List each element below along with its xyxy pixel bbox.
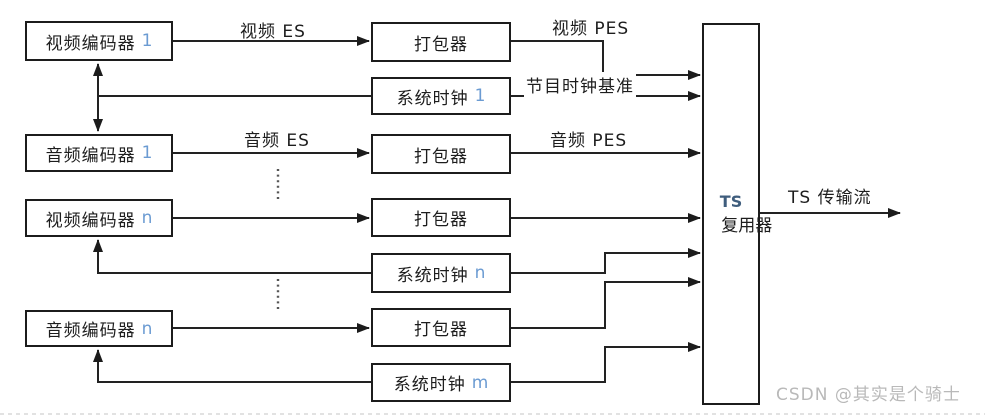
edge-clockn-left [93, 239, 371, 274]
node-index: n [141, 208, 153, 228]
node-audio-encoder-1: 音频编码器 1 [25, 134, 173, 172]
mux-abbr: TS [719, 192, 743, 211]
node-packetizer-3: 打包器 [371, 198, 511, 237]
node-video-encoder-n: 视频编码器 n [25, 199, 173, 237]
node-index: 1 [474, 86, 486, 106]
node-label: 打包器 [414, 146, 468, 167]
node-label: 系统时钟 [396, 265, 469, 286]
label-ts-transport-stream: TS 传输流 [788, 188, 872, 208]
label-video-es: 视频 ES [240, 22, 306, 42]
label-video-pes: 视频 PES [552, 19, 630, 39]
edge-video-pes [511, 40, 701, 80]
node-label: 打包器 [414, 34, 468, 55]
label-audio-pes: 音频 PES [550, 131, 628, 151]
node-system-clock-n: 系统时钟 n [371, 253, 511, 293]
node-video-encoder-1: 视频编码器 1 [25, 21, 173, 61]
node-index: 1 [141, 143, 153, 163]
csdn-watermark: CSDN @其实是个骑士 [776, 385, 961, 405]
node-label: 音频编码器 [45, 145, 136, 166]
node-label: 系统时钟 [393, 375, 466, 395]
edge-clockm-left [93, 349, 371, 383]
label-audio-es: 音频 ES [244, 131, 310, 151]
mux-name-vertical: 复用器 [721, 216, 773, 236]
node-label: 音频编码器 [45, 321, 136, 341]
edge-audio-n-pes [511, 277, 701, 329]
node-packetizer-1: 打包器 [371, 22, 511, 62]
node-packetizer-4: 打包器 [371, 308, 511, 347]
node-label: 打包器 [414, 320, 468, 340]
node-index: m [471, 372, 489, 393]
label-program-clock-reference: 节目时钟基准 [524, 72, 636, 97]
node-ts-multiplexer: TS 复用器 [702, 23, 773, 405]
node-system-clock-1: 系统时钟 1 [371, 77, 511, 115]
node-label: 视频编码器 [45, 210, 136, 231]
edge-clockn-mux [511, 248, 701, 274]
node-index: n [474, 263, 486, 283]
node-index: 1 [141, 31, 153, 51]
node-system-clock-m: 系统时钟 m [371, 363, 511, 402]
node-audio-encoder-n: 音频编码器 n [25, 310, 173, 347]
node-index: n [141, 318, 153, 339]
node-packetizer-2: 打包器 [371, 134, 511, 174]
node-label: 视频编码器 [45, 33, 136, 54]
edge-clockm-mux [511, 342, 701, 383]
node-label: 打包器 [414, 210, 468, 230]
node-label: 系统时钟 [396, 88, 469, 109]
